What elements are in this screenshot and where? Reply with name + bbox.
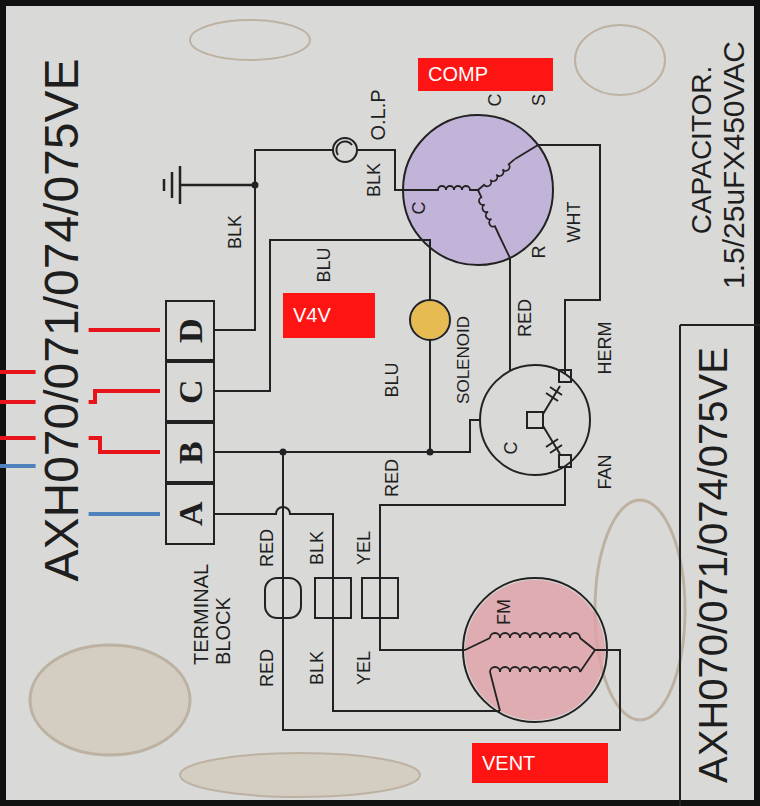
ground-symbol (164, 166, 255, 204)
solenoid-symbol (410, 300, 450, 340)
capacitor-symbol-part (527, 412, 543, 428)
paper-stains-part (30, 645, 190, 755)
junction-dots-part (252, 182, 259, 189)
capacitor-symbol-part (480, 365, 590, 475)
capacitor-symbol-part (559, 455, 571, 467)
solenoid-symbol-part (410, 300, 450, 340)
component-tag: COMP (418, 58, 553, 91)
fan-motor-symbol-part (463, 578, 607, 722)
internal-wires-part (538, 145, 600, 374)
component-label: SOLENOID (455, 316, 474, 404)
wire-color: YEL (355, 531, 375, 565)
compressor-symbol-part-part (474, 190, 498, 235)
fan-motor-symbol-part (465, 580, 605, 720)
paper-stains (30, 20, 685, 797)
panel-lines-part (680, 325, 760, 806)
terminal-name: C (410, 202, 430, 215)
wire-color: BLU (383, 362, 403, 397)
fan-motor-symbol-part-part (490, 667, 580, 672)
solenoid-symbol-part (411, 301, 449, 339)
wire-color: RED (516, 299, 536, 337)
overload-protector-part (336, 141, 352, 155)
compressor-symbol-part-part-part (478, 159, 517, 193)
overload-protector (333, 138, 357, 162)
terminal-name: C (502, 442, 522, 455)
junction-dots-part (280, 449, 287, 456)
paper-stains-part (190, 20, 310, 60)
wire-color: RED (258, 649, 278, 687)
component-name: V4V (293, 304, 331, 327)
component-label: TERMINAL BLOCK (190, 555, 234, 665)
capacitor-symbol-part (546, 387, 562, 401)
wire-color: BLK (226, 215, 246, 249)
spec-heading: CAPACITOR. (687, 66, 718, 235)
fan-motor-symbol-part (465, 633, 607, 711)
terminal-letter: A (171, 502, 208, 527)
fan-motor-symbol-part-part (490, 633, 580, 638)
spec-value: 1.5/25uFX450VAC (717, 41, 750, 289)
overload-protector-part (333, 138, 357, 162)
internal-wires-part (283, 452, 620, 730)
model-title: AXH070/071/074/075VE (36, 54, 89, 585)
component-tag: VENT (472, 743, 608, 783)
junction-dots (252, 182, 434, 456)
paper-stains-part (180, 753, 420, 797)
fan-motor-symbol (463, 578, 607, 722)
component-name: COMP (428, 63, 488, 86)
junction-dots-part (427, 449, 434, 456)
terminal-box: B (165, 422, 215, 483)
terminal-name: S (530, 94, 550, 106)
component-label: FM (495, 599, 515, 625)
wire-color: WHT (565, 202, 585, 243)
terminal-letter: B (171, 441, 208, 464)
terminal-name: C (486, 94, 506, 107)
paper-stains-part (575, 25, 665, 95)
terminal-box: C (165, 361, 215, 422)
component-tag: V4V (283, 293, 375, 338)
terminal-name: FAN (596, 454, 616, 489)
wire-color: YEL (355, 651, 375, 685)
ground-symbol-part (164, 166, 255, 204)
connector-plug (265, 578, 398, 618)
component-name: VENT (482, 752, 535, 775)
terminal-name: HERM (596, 322, 616, 375)
compressor-symbol-part (403, 145, 538, 258)
compressor-symbol-part-part-part (430, 186, 478, 190)
capacitor-symbol-part (546, 439, 562, 453)
compressor-symbol-part (403, 115, 553, 265)
compressor-symbol-part-part-part (474, 190, 498, 235)
capacitor-symbol (480, 365, 590, 475)
internal-wires-part (215, 507, 500, 711)
model-number: AXH070/071/074/075VE (691, 347, 735, 783)
internal-wires-part (429, 340, 431, 452)
compressor-symbol (403, 115, 553, 265)
wire-color: BLK (308, 651, 328, 685)
component-label: O.L.P (367, 89, 389, 140)
wire-color: BLK (365, 163, 385, 197)
wire-color: RED (383, 459, 403, 497)
terminal-box: D (165, 300, 215, 361)
terminal-name: R (530, 246, 550, 259)
wire-color: RED (258, 529, 278, 567)
panel-lines (680, 325, 760, 806)
internal-wires-part (215, 420, 480, 452)
compressor-symbol-part-part (430, 186, 478, 190)
internal-wires-part (509, 258, 511, 371)
compressor-symbol-part (403, 115, 553, 265)
compressor-symbol-part-part (478, 159, 517, 193)
internal-wires (215, 145, 620, 730)
fan-motor-symbol-part-part (465, 638, 607, 711)
compressor-symbol-part-part (403, 145, 538, 258)
wire-color: BLK (308, 531, 328, 565)
paper-stains-part (595, 500, 685, 720)
terminal-box: A (165, 483, 215, 545)
wire-color: BLU (315, 247, 335, 282)
terminal-letter: C (171, 379, 208, 404)
terminal-letter: D (171, 318, 208, 343)
internal-wires-part (380, 466, 565, 650)
